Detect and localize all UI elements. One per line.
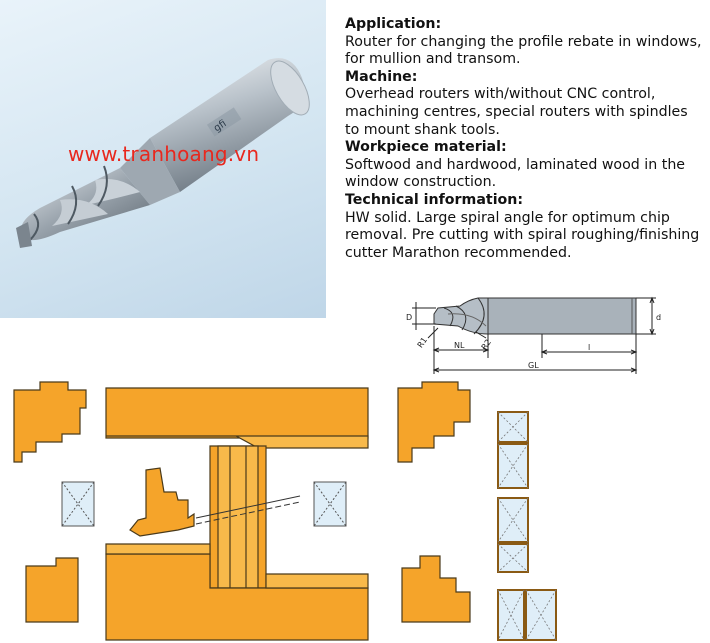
dim-label-NL: NL (454, 341, 465, 350)
workpiece-text: Softwood and hardwood, laminated wood in… (345, 156, 686, 191)
dim-label-GL: GL (528, 361, 539, 370)
watermark-url: www.tranhoang.vn (68, 142, 260, 166)
dim-label-R1: R1 (416, 336, 429, 350)
machine-heading: Machine: (345, 68, 418, 85)
technical-heading: Technical information: (345, 191, 524, 208)
workpiece-heading: Workpiece material: (345, 139, 507, 156)
product-photo: gfi (0, 0, 326, 318)
dim-label-l: l (588, 343, 590, 352)
dim-label-d: d (656, 313, 661, 322)
product-info: Application: Router for changing the pro… (345, 16, 705, 262)
application-heading: Application: (345, 16, 442, 32)
application-text: Router for changing the profile rebate i… (345, 33, 702, 68)
dim-label-R2: R2 (480, 338, 493, 352)
window-profile-drawing (13, 381, 557, 641)
router-bit-illustration: gfi (16, 58, 310, 248)
dim-label-D: D (406, 313, 412, 322)
dimension-drawing: D d R1 R2 NL l GL (406, 296, 661, 374)
technical-text: HW solid. Large spiral angle for optimum… (345, 209, 700, 261)
machine-text: Overhead routers with/without CNC contro… (345, 86, 688, 138)
